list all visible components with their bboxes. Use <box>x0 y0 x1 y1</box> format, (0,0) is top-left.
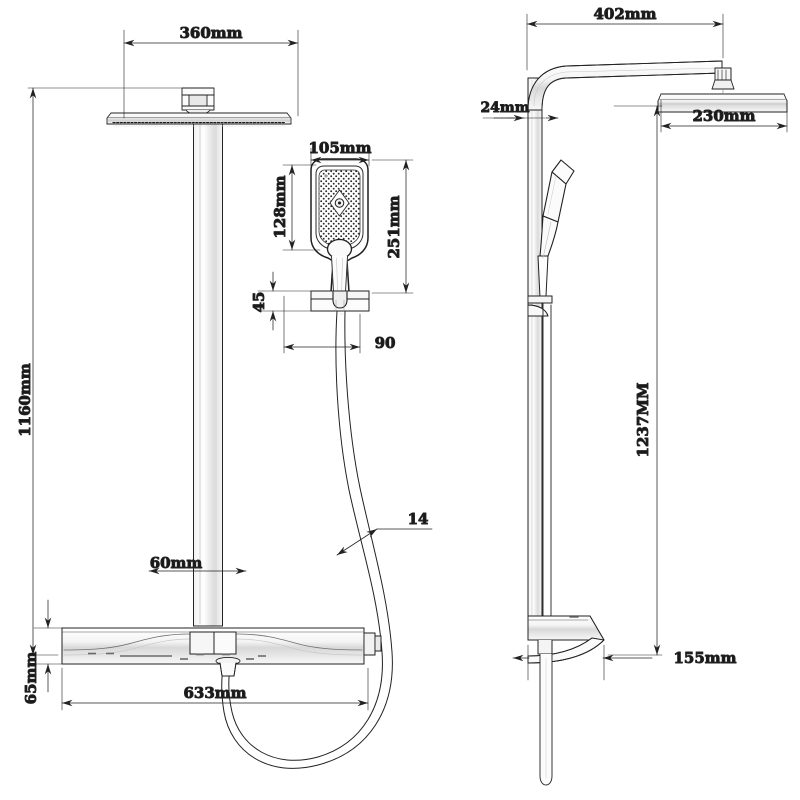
dim-label-155: 155mm <box>673 649 736 667</box>
dim-label-45: 45 <box>250 292 268 313</box>
dim-head-depth-230: 230mm <box>660 99 788 133</box>
dim-hose-diameter-14: 14 <box>336 510 433 556</box>
front-hand-shower <box>310 158 369 293</box>
dim-label-402: 402mm <box>593 5 656 23</box>
dim-holder-height-45: 45 <box>250 271 312 331</box>
dim-label-633: 633mm <box>183 684 246 702</box>
dim-riser-depth-24: 24mm <box>480 100 559 122</box>
dim-bar-width-633: 633mm <box>61 667 369 711</box>
dim-valve-projection-155: 155mm <box>512 644 737 681</box>
front-overhead-shower-head <box>106 87 292 127</box>
dim-hand-shower-length-251: 251mm <box>371 159 414 294</box>
front-riser-pipe <box>193 117 223 627</box>
dim-label-105: 105mm <box>308 139 371 157</box>
dim-label-1160: 1160mm <box>16 363 34 437</box>
dim-head-width-360: 360mm <box>123 24 299 119</box>
side-hand-shower <box>527 159 575 621</box>
dim-label-360: 360mm <box>179 24 242 42</box>
dim-riser-width-60: 60mm <box>148 554 247 575</box>
side-shower-arm <box>527 60 723 111</box>
front-flex-hose <box>221 310 393 769</box>
dim-label-128: 128mm <box>271 175 289 238</box>
dim-hand-shower-head-height-128: 128mm <box>271 164 321 251</box>
dim-overall-height-1160: 1160mm <box>16 87 191 656</box>
dim-label-1237: 1237MM <box>634 383 652 458</box>
dim-label-230: 230mm <box>692 107 755 125</box>
dim-hand-shower-width-105: 105mm <box>308 139 372 167</box>
dim-label-24: 24mm <box>480 100 529 116</box>
side-overhead-shower-head <box>657 67 788 113</box>
front-hand-shower-holder <box>310 290 370 312</box>
dim-label-14: 14 <box>408 510 429 528</box>
dim-label-90: 90 <box>375 334 396 352</box>
dim-label-251: 251mm <box>385 195 403 258</box>
dim-riser-height-1237: 1237MM <box>607 105 663 656</box>
side-thermostatic-valve-body <box>527 615 605 786</box>
front-thermostatic-valve-bar <box>61 627 382 677</box>
dim-holder-width-90: 90 <box>283 295 396 354</box>
dim-label-60: 60mm <box>150 554 203 572</box>
dim-label-65: 65mm <box>22 652 40 705</box>
side-riser-pipe <box>527 77 543 624</box>
dim-arm-reach-402: 402mm <box>526 5 724 71</box>
dim-bar-height-65: 65mm <box>22 599 184 705</box>
